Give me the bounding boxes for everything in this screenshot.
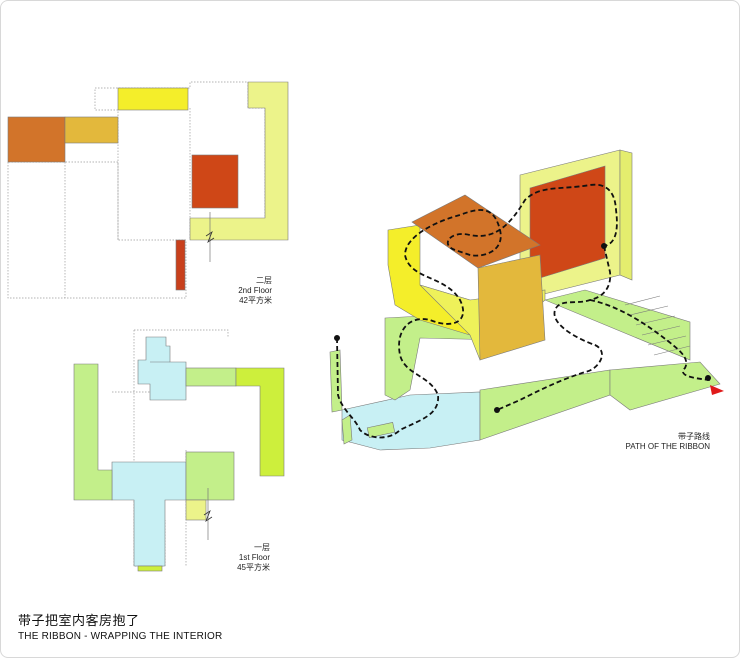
axo-stairs bbox=[544, 289, 691, 361]
block-mustard bbox=[64, 116, 119, 144]
block-lime-step bbox=[137, 565, 163, 572]
block-dark-orange bbox=[7, 116, 66, 163]
axo-green-floor bbox=[479, 369, 611, 441]
block-red-orange bbox=[191, 154, 239, 209]
ribbon-path-label-en: PATH OF THE RIBBON bbox=[625, 442, 710, 451]
second-floor-plan bbox=[7, 81, 289, 299]
ribbon-path-label: 带子路线 PATH OF THE RIBBON bbox=[626, 432, 710, 452]
block-yellow-small bbox=[185, 499, 207, 521]
figure-title-cn: 带子把室内客房抱了 bbox=[18, 614, 140, 629]
block-yellow bbox=[117, 87, 189, 111]
block-lime-l bbox=[235, 367, 285, 477]
figure-title-en: THE RIBBON - WRAPPING THE INTERIOR bbox=[18, 631, 223, 642]
second-floor-label: 二层 2nd Floor 42平方米 bbox=[238, 276, 272, 306]
first-floor-area: 45平方米 bbox=[237, 563, 270, 572]
axonometric-ribbon bbox=[329, 149, 724, 451]
second-floor-name-en: 2nd Floor bbox=[238, 286, 272, 295]
ribbon-path-label-cn: 带子路线 bbox=[678, 432, 710, 441]
second-floor-area: 42平方米 bbox=[239, 296, 272, 305]
first-floor-name-cn: 一层 bbox=[254, 543, 270, 552]
second-floor-name-cn: 二层 bbox=[256, 276, 272, 285]
axo-cyan-floor bbox=[341, 391, 481, 451]
block-green-square bbox=[185, 451, 235, 501]
first-floor-name-en: 1st Floor bbox=[238, 553, 270, 562]
axo-orange-roof bbox=[411, 194, 541, 269]
block-red-stair bbox=[175, 239, 186, 291]
block-pale-yellow-u bbox=[189, 81, 289, 241]
block-green-l bbox=[73, 363, 113, 501]
ribbon-path-line bbox=[336, 183, 618, 439]
axo-mustard-volume bbox=[477, 254, 546, 361]
block-green-bar bbox=[185, 367, 237, 387]
block-cyan-upper bbox=[137, 336, 187, 401]
path-start-dot bbox=[334, 335, 340, 341]
first-floor-plan bbox=[73, 329, 285, 572]
entrance-arrow-icon bbox=[710, 385, 724, 395]
first-floor-label: 一层 1st Floor 45平方米 bbox=[237, 543, 270, 573]
block-cyan-lower bbox=[111, 461, 187, 567]
